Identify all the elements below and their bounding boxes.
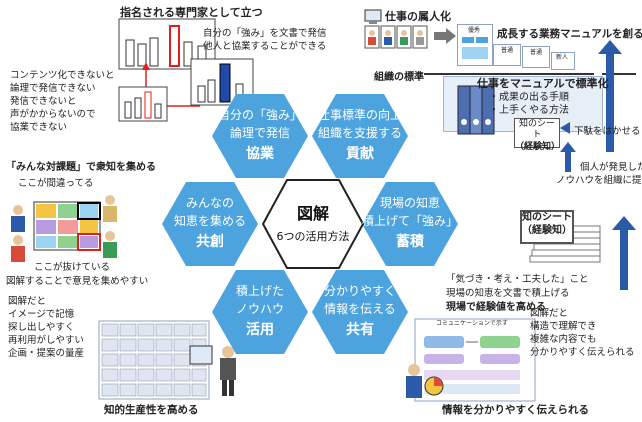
bar-chart-highlight-icon <box>190 58 254 106</box>
hex-center <box>261 179 365 269</box>
up-arrow-small <box>560 142 576 172</box>
right-caption-1: 「気づき・考え・工夫した」こと <box>446 274 589 285</box>
manual-heading: 成長する業務マニュアルを創る <box>497 28 642 40</box>
top-left-heading: 指名される専門家として立つ <box>120 6 263 19</box>
bl-note-3: 探し出しやすく <box>8 322 75 333</box>
br-footer: 情報を分かりやすく伝えられる <box>442 404 589 416</box>
right-caption-2: 現場の知恵を文書で積上げる <box>446 288 570 299</box>
right-arrow-icon <box>434 28 456 44</box>
doc-role-outstanding: 優秀 <box>468 27 481 34</box>
center-subtitle: 6つの活用方法 <box>276 230 350 243</box>
doc-role-newcomer: 新人 <box>556 54 569 61</box>
presenter-icon <box>189 345 236 396</box>
hex-kyouyuu-line1: 分かりやすく <box>323 284 396 298</box>
pc-person-icon <box>364 9 382 24</box>
br-note-1: 図解だと <box>530 308 569 319</box>
small-bar-chart-icon <box>118 86 168 122</box>
br-note-2: 構造で理解でき <box>530 321 597 332</box>
hex-katsuyou <box>212 270 308 354</box>
br-note-4: 分かりやすく伝えられる <box>530 347 635 358</box>
hex-kyousou-text: みんなの 知恵を集める 共創 <box>162 194 258 253</box>
br-note-3: 複雑な内容でも <box>530 334 597 345</box>
doc-normal-2: 普通 <box>522 46 550 68</box>
top-left-caption-1: 自分の「強み」を文書で発信 <box>203 28 327 39</box>
center-label: 図解 6つの活用方法 <box>263 200 363 244</box>
doc-normal-1: 普通 <box>493 44 521 66</box>
hex-katsuyou-line2: ノウハウ <box>235 302 284 316</box>
bl-note-2: イメージで記憶 <box>8 309 75 320</box>
hex-kyousou-line2: 知恵を集める <box>173 214 246 228</box>
hex-kouken-line2: 組織を支援する <box>317 126 402 140</box>
hex-kyougyou <box>212 94 308 178</box>
doc-role-normal-2: 普通 <box>530 49 543 56</box>
bl-note-1: 図解だと <box>8 296 47 307</box>
hex-kouken-title: 貢献 <box>346 146 374 162</box>
bl-note-5: 企画・提案の量産 <box>8 348 85 359</box>
hex-kyousou-line1: みんなの <box>185 196 234 210</box>
doc-outstanding: 優秀 <box>457 24 493 66</box>
left-footer: 図解することで意見を集めやすい <box>6 276 149 287</box>
bl-footer: 知的生産性を高める <box>104 404 199 416</box>
knowledge-sheet-top-label-2: （経験知） <box>515 141 561 152</box>
problem-line-5: 協業できない <box>10 122 68 133</box>
hex-kyougyou-title: 協業 <box>246 146 274 162</box>
hex-chikuseki-line1: 現場の知恵 <box>379 196 440 210</box>
waste-note: 下駄をはかせる <box>574 126 641 137</box>
group-discussion-icon <box>11 195 117 262</box>
hex-kyouyuu-title: 共有 <box>346 322 374 338</box>
knowledge-sheet-right-label-1: 知のシート <box>522 212 572 223</box>
problem-line-2: 論理で発信できない <box>10 83 96 94</box>
problem-line-1: コンテンツ化できないと <box>10 70 115 81</box>
right-note-2: ノウハウを組織に提供 <box>556 175 642 186</box>
top-left-caption-2: 他人と協業することができる <box>203 41 327 52</box>
right-caption-bold: 現場で経験値を高める <box>446 302 546 313</box>
standard-title: 仕事をマニュアルで標準化 <box>477 77 609 90</box>
problem-line-4: 声がかからないので <box>10 109 96 120</box>
hex-kyouyuu <box>312 270 408 354</box>
hex-kouken-text: 仕事標準の向上 組織を支援する 貢献 <box>312 106 408 165</box>
knowledge-sheet-top-label-1: 知のシート <box>518 119 555 141</box>
hex-kyouyuu-line2: 情報を伝える <box>324 302 396 316</box>
hex-katsuyou-text: 積上げた ノウハウ 活用 <box>212 282 308 341</box>
hex-katsuyou-title: 活用 <box>246 322 274 338</box>
standard-item-1: ・成果の出る手順 <box>489 92 569 103</box>
hex-kouken <box>312 94 408 178</box>
bl-note-4: 再利用がしやすい <box>8 335 84 346</box>
doc-newcomer: 新人 <box>551 52 575 70</box>
personal-label: 仕事の属人化 <box>385 10 451 23</box>
doc-role-normal-1: 普通 <box>501 47 514 54</box>
hex-kyougyou-line2: 論理で発信 <box>229 126 290 140</box>
hex-chikuseki-text: 現場の知恵 積上げて「強み」 蓄積 <box>362 194 458 253</box>
hex-kyougyou-line1: 自分の「強み」 <box>217 108 302 122</box>
binders-icon <box>457 85 495 135</box>
callout-top: ここが間違ってる <box>18 178 94 189</box>
hex-kyousou-title: 共創 <box>196 234 224 250</box>
standard-label: 組織の標準 <box>374 72 424 83</box>
problem-line-3: 発信できないと <box>10 96 77 107</box>
comm-doc-title: コミュニケーションで示す <box>436 320 508 327</box>
people-row-icon <box>364 25 428 49</box>
blue-up-arrow-bottom <box>612 216 636 290</box>
center-title: 図解 <box>296 204 329 223</box>
hex-katsuyou-line1: 積上げた <box>235 284 284 298</box>
right-note-1: 個人が発見した <box>580 162 642 173</box>
thumbnail-grid-icon <box>98 320 210 400</box>
hex-kyouyuu-text: 分かりやすく 情報を伝える 共有 <box>312 282 408 341</box>
blue-up-arrow-top <box>598 40 622 152</box>
hex-kouken-line1: 仕事標準の向上 <box>317 108 402 122</box>
knowledge-sheet-right-label-2: （経験知） <box>522 224 572 236</box>
link-arrow-icon <box>560 122 570 134</box>
callout-bottom: ここが抜けている <box>34 262 111 273</box>
hex-chikuseki-title: 蓄積 <box>396 234 424 250</box>
knowledge-sheet-top: 知のシート （経験知） <box>514 118 560 152</box>
person-chart-icon <box>406 364 444 398</box>
hex-chikuseki-line2: 積上げて「強み」 <box>362 214 459 228</box>
left-heading: 「みんな対課題」で衆知を集める <box>6 162 156 173</box>
hex-kyousou <box>162 182 258 266</box>
standard-item-2: ・上手くやる方法 <box>489 105 569 116</box>
knowledge-sheet-right: 知のシート （経験知） <box>520 210 574 244</box>
hex-kyougyou-text: 自分の「強み」 論理で発信 協業 <box>212 106 308 165</box>
hex-chikuseki <box>362 182 458 266</box>
